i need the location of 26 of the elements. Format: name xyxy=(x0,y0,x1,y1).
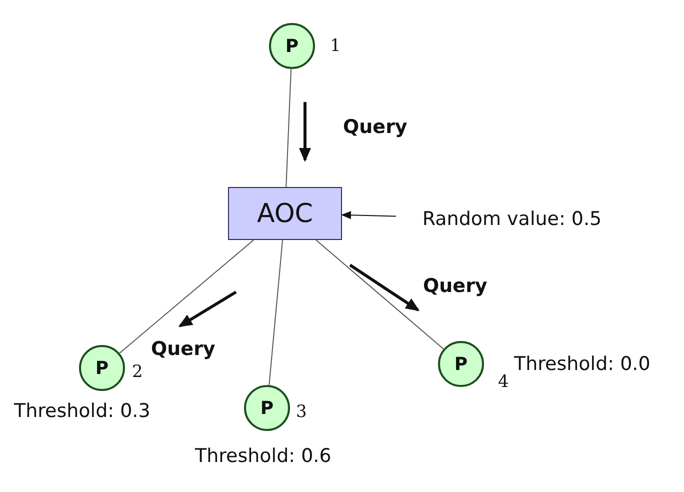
node-number: 1 xyxy=(330,36,341,56)
node-label: P xyxy=(454,354,468,374)
annotation-text: Random value: 0.5 xyxy=(422,208,602,230)
peer-circle xyxy=(79,345,125,391)
connector-line xyxy=(286,68,292,188)
node-number: 4 xyxy=(498,372,509,392)
node-label: P xyxy=(95,358,109,378)
threshold-text: Threshold: 0.0 xyxy=(514,353,650,375)
peer-circle xyxy=(438,341,484,387)
peer-circle xyxy=(244,385,290,431)
node-number: 3 xyxy=(296,402,307,422)
node-number: 2 xyxy=(132,362,143,382)
connector-line xyxy=(316,240,444,350)
node-label: AOC xyxy=(257,198,313,228)
node-label: P xyxy=(285,36,299,56)
edge-label: Query xyxy=(150,338,216,360)
edge-label: Query xyxy=(422,275,488,297)
connector-line xyxy=(268,240,284,386)
threshold-text: Threshold: 0.3 xyxy=(14,400,150,422)
arrow xyxy=(341,211,396,220)
node-label: P xyxy=(260,398,274,418)
peer-circle xyxy=(269,23,315,69)
threshold-text: Threshold: 0.6 xyxy=(195,445,332,467)
process-box xyxy=(228,187,342,240)
edge-label: Query xyxy=(342,116,408,138)
connector-line xyxy=(119,240,254,354)
